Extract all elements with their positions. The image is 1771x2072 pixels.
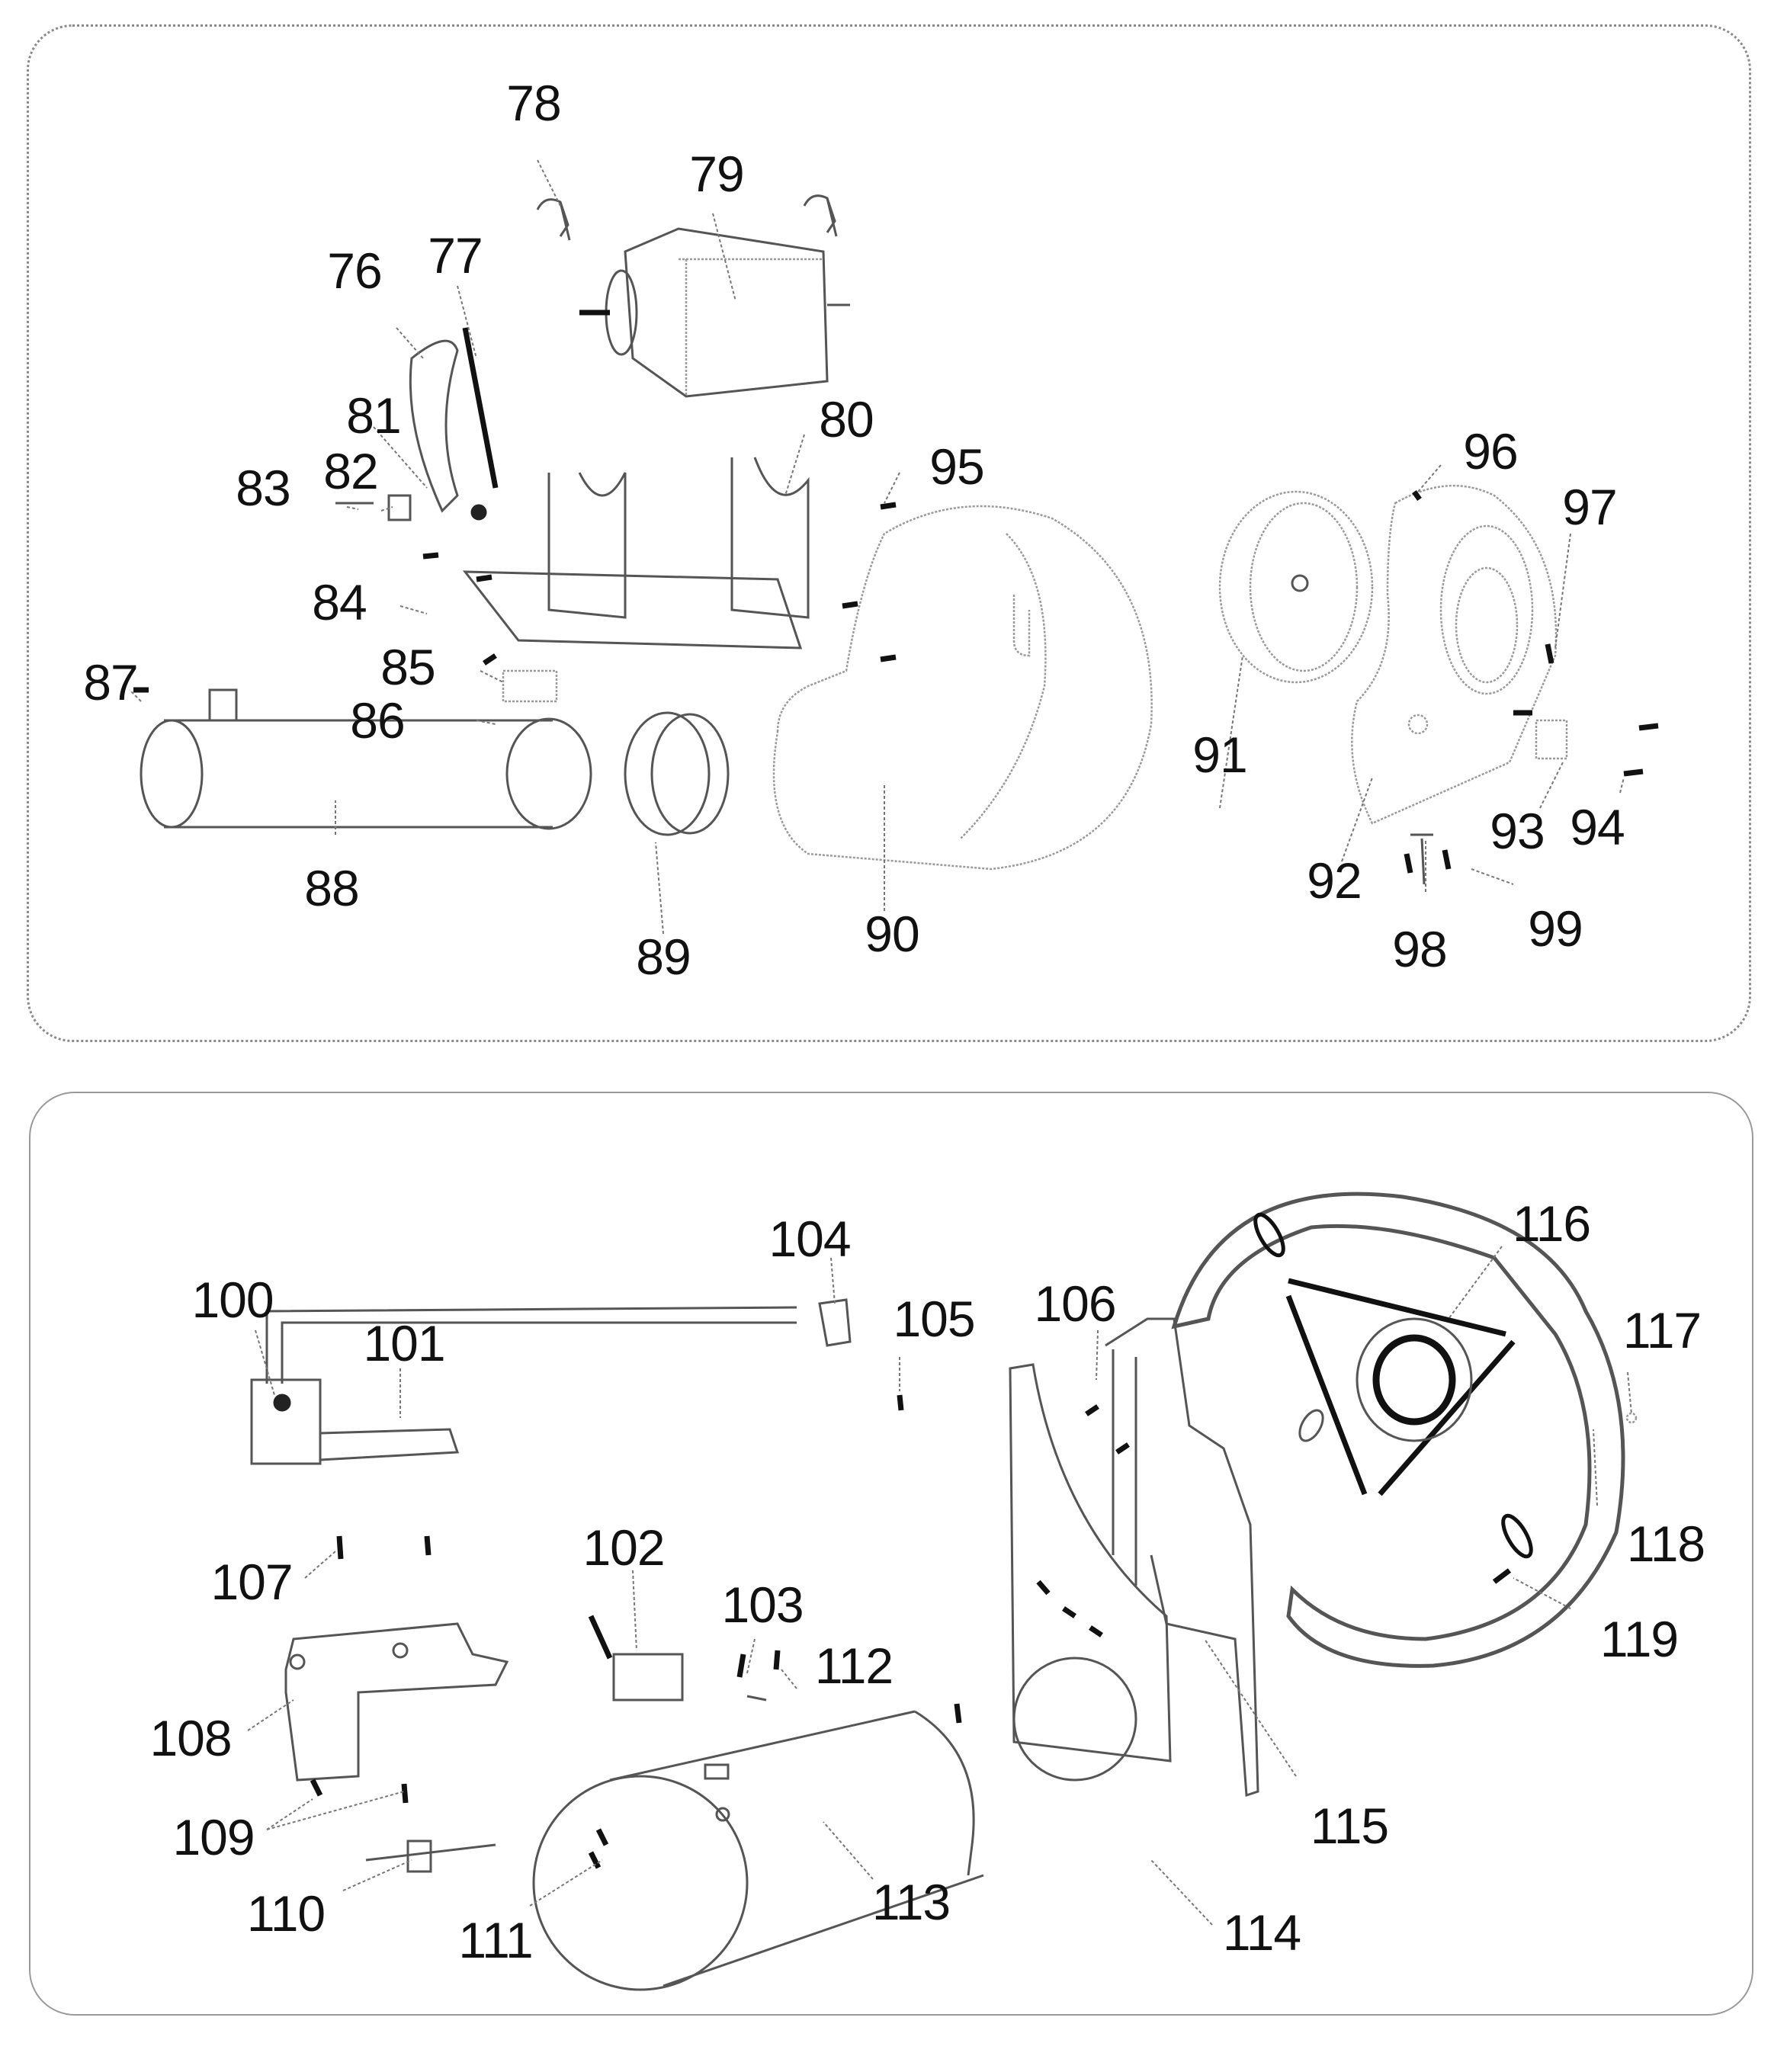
part-label-91: 91 — [1192, 726, 1247, 783]
part-label-101: 101 — [363, 1315, 445, 1371]
part-117-washer — [1625, 1412, 1638, 1424]
part-label-76: 76 — [327, 242, 382, 299]
part-label-98: 98 — [1392, 921, 1447, 977]
part-108-burner-bracket — [284, 1622, 509, 1782]
part-104-bracket — [818, 1298, 852, 1347]
part-label-82: 82 — [323, 443, 378, 499]
part-100-gas-valve — [250, 1306, 797, 1465]
part-label-112: 112 — [814, 1637, 894, 1694]
part-78-motor-clip — [536, 194, 838, 241]
part-label-109: 109 — [172, 1809, 255, 1865]
part-91-blower-wheel — [1218, 490, 1374, 684]
part-114-heater-box — [1009, 1363, 1172, 1782]
part-116-rear-bulkhead — [1171, 1192, 1625, 1668]
panel-blower-motor-assembly — [27, 24, 1751, 1042]
part-label-107: 107 — [210, 1554, 293, 1610]
part-80-motor-mount — [462, 457, 810, 650]
part-110-igniter — [365, 1839, 496, 1873]
part-81-idler-arm — [409, 339, 459, 513]
panel-heater-drum-assembly — [29, 1092, 1753, 2016]
part-label-79: 79 — [689, 146, 744, 202]
part-label-85: 85 — [380, 639, 435, 695]
part-label-96: 96 — [1463, 423, 1518, 480]
part-label-97: 97 — [1562, 479, 1617, 535]
part-label-111: 111 — [458, 1912, 533, 1968]
part-label-104: 104 — [768, 1211, 851, 1267]
part-label-110: 110 — [246, 1885, 326, 1942]
part-label-117: 117 — [1622, 1302, 1702, 1358]
screws-top — [133, 502, 897, 693]
screws-106 — [1085, 1404, 1130, 1455]
part-label-92: 92 — [1307, 852, 1362, 909]
part-label-114: 114 — [1222, 1904, 1301, 1961]
screws-109 — [310, 1779, 409, 1804]
part-label-80: 80 — [819, 391, 874, 447]
part-label-102: 102 — [582, 1519, 665, 1576]
part-93-thermostat — [1535, 719, 1568, 760]
part-105-screw — [897, 1394, 904, 1411]
part-label-90: 90 — [865, 906, 919, 962]
part-77-idler-spring — [462, 327, 499, 489]
part-label-100: 100 — [191, 1272, 274, 1328]
part-92-blower-cover — [1351, 484, 1558, 825]
part-label-108: 108 — [149, 1710, 232, 1766]
leader-lines-top — [129, 159, 1625, 935]
part-89-duct-ring — [624, 711, 730, 836]
part-label-93: 93 — [1490, 803, 1545, 859]
part-115-heater-duct — [1105, 1317, 1259, 1798]
part-label-113: 113 — [871, 1874, 951, 1930]
part-label-118: 118 — [1626, 1516, 1705, 1572]
part-label-77: 77 — [428, 227, 483, 284]
part-label-84: 84 — [312, 574, 367, 630]
part-label-106: 106 — [1034, 1275, 1116, 1332]
part-label-115: 115 — [1310, 1798, 1389, 1854]
part-label-87: 87 — [83, 654, 138, 710]
part-label-78: 78 — [506, 75, 561, 131]
part-label-94: 94 — [1570, 799, 1625, 855]
part-label-103: 103 — [721, 1576, 804, 1633]
part-label-105: 105 — [893, 1291, 975, 1347]
part-101-burner-tube — [319, 1428, 460, 1461]
part-label-95: 95 — [929, 438, 984, 495]
part-label-83: 83 — [236, 460, 290, 516]
part-102-flame-sensor — [612, 1653, 684, 1702]
screws-right — [1513, 710, 1659, 777]
part-label-99: 99 — [1528, 900, 1583, 957]
part-label-119: 119 — [1599, 1611, 1679, 1667]
part-102-screw — [588, 1615, 613, 1660]
part-119-screw — [1492, 1568, 1512, 1584]
leader-lines-bottom — [247, 1246, 1632, 1926]
screws-107 — [336, 1535, 432, 1560]
part-111-screws — [588, 1828, 609, 1869]
part-85-door-switch — [502, 669, 558, 703]
part-113-combustion-chamber — [532, 1710, 984, 1991]
part-label-81: 81 — [346, 387, 401, 444]
part-label-89: 89 — [636, 929, 691, 985]
part-label-116: 116 — [1512, 1195, 1591, 1252]
part-97-thermistor — [1545, 643, 1554, 664]
part-96-clip — [1412, 489, 1422, 502]
part-79-drive-motor — [579, 227, 850, 398]
part-label-86: 86 — [350, 692, 405, 749]
part-90-blower-housing — [772, 505, 1153, 871]
part-98-fuse — [1404, 833, 1452, 885]
part-76-idler-pulley-nut — [470, 504, 487, 521]
part-103-112-screws — [736, 1650, 962, 1724]
part-label-88: 88 — [304, 860, 359, 916]
part-88-exhaust-duct — [140, 688, 592, 830]
